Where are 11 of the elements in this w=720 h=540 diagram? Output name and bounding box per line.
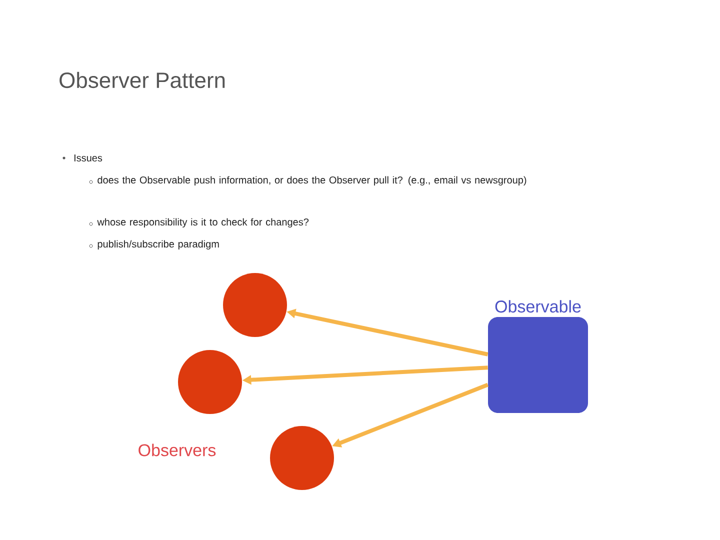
observer-circle [223,273,287,337]
group-label: Observers [138,444,216,456]
bullet-text: publish/subscribe paradigm [98,240,219,250]
observer-circle [178,350,242,414]
node-label: Observable [495,300,581,313]
observable-square: Observable [488,300,588,413]
observer-circle [270,426,334,490]
slide-title: Observer Pattern [60,72,225,88]
bullet-text: Issues [74,154,102,162]
bullet-text: whose responsibility is it to check for changes? [97,218,309,228]
bullet-text: does the Observable push information, or does the Observer pull it? (e.g., email vs newsgroup) [98,176,526,186]
